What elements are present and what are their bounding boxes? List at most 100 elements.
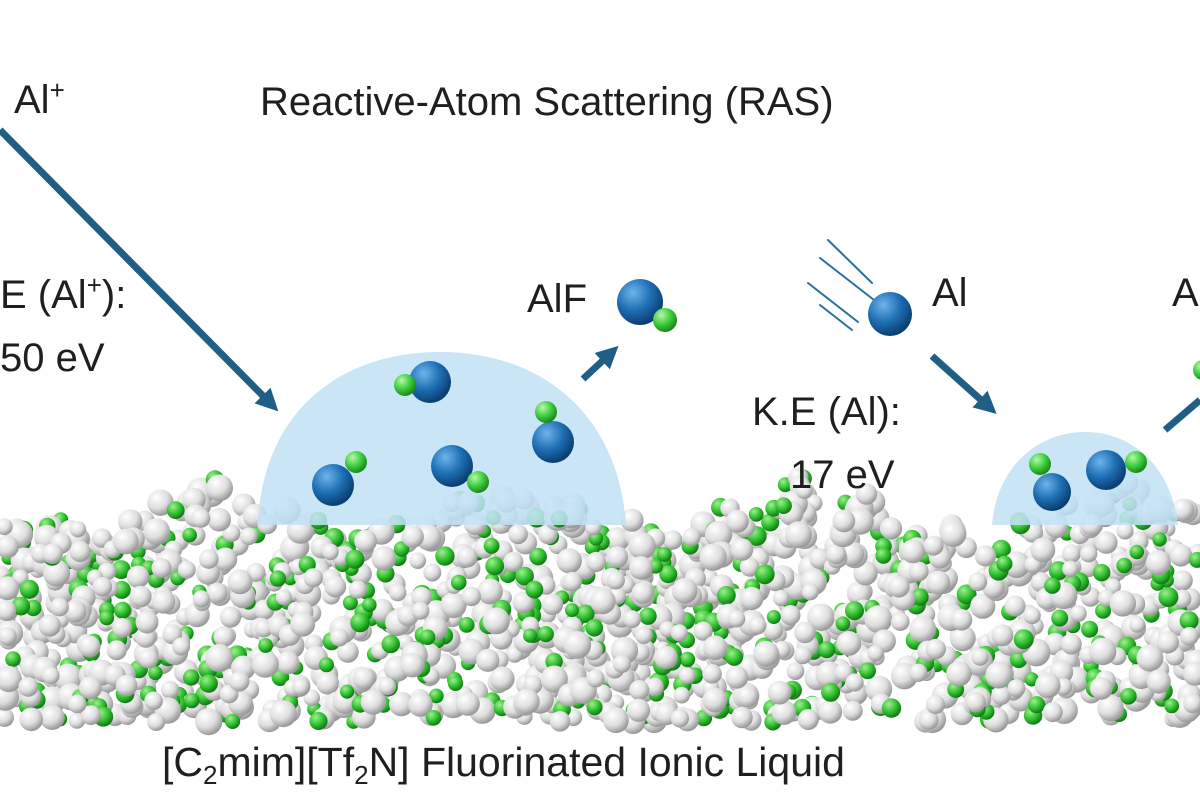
surface-atom-sphere xyxy=(251,650,279,678)
surface-fluorine-sphere xyxy=(458,617,475,633)
surface-atom-sphere xyxy=(606,571,626,590)
surface-atom-sphere xyxy=(836,631,862,656)
surface-atom-sphere xyxy=(785,521,812,549)
surface-atom-sphere xyxy=(503,551,524,572)
surface-atom-sphere xyxy=(68,712,86,729)
surface-atom-sphere xyxy=(38,614,61,637)
surface-atom-sphere xyxy=(679,667,696,684)
surface-fluorine-sphere xyxy=(911,588,929,606)
alf-molecule xyxy=(617,279,677,332)
surface-atom-sphere xyxy=(620,508,644,532)
surface-atom-sphere xyxy=(772,589,790,607)
ionic-liquid-surface xyxy=(0,467,1200,736)
surface-atom-sphere xyxy=(78,676,102,700)
surface-atom-sphere xyxy=(794,621,816,644)
surface-atom-sphere xyxy=(818,699,843,724)
surface-atom-sphere xyxy=(126,565,150,589)
surface-atom-sphere xyxy=(360,689,386,715)
surface-atom-sphere xyxy=(78,635,101,658)
surface-atom-sphere xyxy=(269,700,297,728)
surface-atom-sphere xyxy=(1145,550,1171,576)
surface-fluorine-sphere xyxy=(1129,544,1145,560)
surface-atom-sphere xyxy=(115,674,138,697)
surface-fluorine-sphere xyxy=(1164,698,1180,714)
surface-fluorine-sphere xyxy=(1116,557,1132,574)
surface-atom-sphere xyxy=(42,667,60,685)
surface-fluorine-sphere xyxy=(818,641,836,659)
surface-fluorine-sphere xyxy=(656,547,672,563)
surface-fluorine-sphere xyxy=(821,682,841,702)
surface-atom-sphere xyxy=(855,483,878,505)
surface-atom-sphere xyxy=(949,625,976,652)
surface-fluorine-sphere xyxy=(450,574,467,591)
surface-atom-sphere xyxy=(540,665,568,693)
surface-atom-sphere xyxy=(440,592,467,619)
surface-fluorine-sphere xyxy=(485,556,505,576)
surface-atom-sphere xyxy=(909,615,937,643)
surface-atom-sphere xyxy=(807,603,835,632)
surface-fluorine-sphere xyxy=(881,698,902,718)
surface-atom-sphere xyxy=(739,557,760,577)
surface-atom-sphere xyxy=(925,694,946,715)
surface-atom-sphere xyxy=(129,585,152,608)
surface-atom-sphere xyxy=(842,700,863,721)
surface-atom-sphere xyxy=(67,694,87,714)
surface-atom-sphere xyxy=(371,545,397,571)
surface-atom-sphere xyxy=(19,707,43,732)
surface-atom-sphere xyxy=(629,680,650,701)
surface-atom-sphere xyxy=(730,538,754,561)
surface-atom-sphere xyxy=(727,610,746,628)
surface-atom-sphere xyxy=(408,692,433,717)
surface-atom-sphere xyxy=(670,709,690,728)
surface-atom-sphere xyxy=(1129,616,1146,633)
surface-atom-sphere xyxy=(206,582,228,604)
surface-fluorine-sphere xyxy=(859,662,876,680)
surface-fluorine-sphere xyxy=(362,597,377,613)
surface-fluorine-sphere xyxy=(99,610,115,626)
surface-atom-sphere xyxy=(213,547,238,572)
surface-atom-sphere xyxy=(42,543,63,564)
surface-fluorine-sphere xyxy=(1013,629,1034,650)
surface-atom-sphere xyxy=(1169,544,1193,567)
surface-atom-sphere xyxy=(112,528,139,555)
surface-fluorine-sphere xyxy=(419,629,436,645)
surface-atom-sphere xyxy=(670,624,688,642)
surface-atom-sphere xyxy=(693,621,713,641)
surface-fluorine-sphere xyxy=(565,603,579,618)
surface-fluorine-sphere xyxy=(725,648,744,666)
surface-atom-sphere xyxy=(797,709,819,730)
surface-atom-sphere xyxy=(586,551,607,573)
diagram-title: Reactive-Atom Scattering (RAS) xyxy=(260,80,834,124)
surface-atom-sphere xyxy=(477,578,503,605)
surface-atom-sphere xyxy=(985,661,1013,689)
surface-atom-sphere xyxy=(645,677,664,697)
surface-atom-sphere xyxy=(606,546,629,568)
surface-atom-sphere xyxy=(400,653,425,678)
surface-fluorine-sphere xyxy=(184,692,200,709)
surface-atom-sphere xyxy=(654,645,678,670)
surface-atom-sphere xyxy=(1035,672,1061,699)
surface-atom-sphere xyxy=(1007,679,1026,698)
surface-atom-sphere xyxy=(389,583,407,602)
surface-fluorine-sphere xyxy=(111,560,131,580)
surface-fluorine-sphere xyxy=(1044,577,1061,594)
surface-atom-sphere xyxy=(909,663,928,682)
surface-fluorine-sphere xyxy=(748,507,764,522)
surface-atom-sphere xyxy=(411,601,430,620)
alf-label: AlF xyxy=(527,277,587,321)
surface-atom-sphere xyxy=(324,575,347,598)
surface-atom-sphere xyxy=(725,665,749,689)
surface-atom-sphere xyxy=(864,605,893,634)
surface-atom-sphere xyxy=(172,637,191,656)
surface-fluorine-sphere xyxy=(350,612,370,633)
surface-atom-sphere xyxy=(354,529,377,553)
alf-exit-arrow xyxy=(580,345,619,382)
surface-atom-sphere xyxy=(1089,676,1113,700)
surface-fluorine-sphere xyxy=(585,619,604,637)
surface-atom-sphere xyxy=(135,610,159,634)
surface-atom-sphere xyxy=(143,518,171,545)
surface-atom-sphere xyxy=(950,609,973,631)
surface-atom-sphere xyxy=(50,597,69,617)
surface-atom-sphere xyxy=(207,507,231,532)
surface-fluorine-sphere xyxy=(11,596,31,616)
